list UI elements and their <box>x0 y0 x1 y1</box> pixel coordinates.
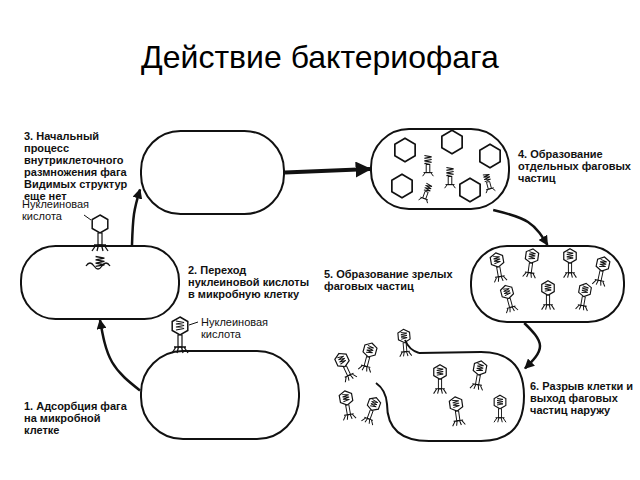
bacterial-cell: 5. Образование зрелых фаговых частиц <box>470 245 625 323</box>
burst-cell-lip <box>405 340 419 353</box>
bacterial-cell: 2. Переход нуклеиновой кислоты в микробн… <box>20 245 180 320</box>
bacterial-cell: 1. Адсорбция фага на микробной клетке <box>140 350 300 440</box>
stage-caption: 4. Образование отдельных фаговых частиц <box>518 148 636 184</box>
stage-caption: 2. Переход нуклеиновой кислоты в микробн… <box>188 264 310 300</box>
cycle-arrow <box>132 190 140 246</box>
burst-cell-outline <box>385 350 525 442</box>
burst-cell-wall <box>376 352 524 441</box>
cycle-arrow <box>285 169 370 173</box>
bacterial-cell: 4. Образование отдельных фаговых частиц <box>370 128 510 210</box>
bacterial-cell: 3. Начальный процесс внутриклеточного ра… <box>140 130 285 215</box>
cycle-arrow <box>100 320 140 391</box>
stage-caption: 3. Начальный процесс внутриклеточного ра… <box>24 130 138 202</box>
burst-cell: 6. Разрыв клетки и выход фаговых частиц … <box>385 350 525 442</box>
cycle-arrow <box>493 210 547 245</box>
cycle-arrow <box>524 323 540 368</box>
stage-caption: 6. Разрыв клетки и выход фаговых частиц … <box>530 380 634 416</box>
stage-caption: 5. Образование зрелых фаговых частиц <box>324 268 469 292</box>
diagram-title: Действие бактериофага <box>0 38 640 76</box>
callout-label: Нуклеиновая кислота <box>22 198 96 222</box>
stage-caption: 1. Адсорбция фага на микробной клетке <box>24 400 136 436</box>
callout-label: Нуклеиновая кислота <box>201 316 279 340</box>
